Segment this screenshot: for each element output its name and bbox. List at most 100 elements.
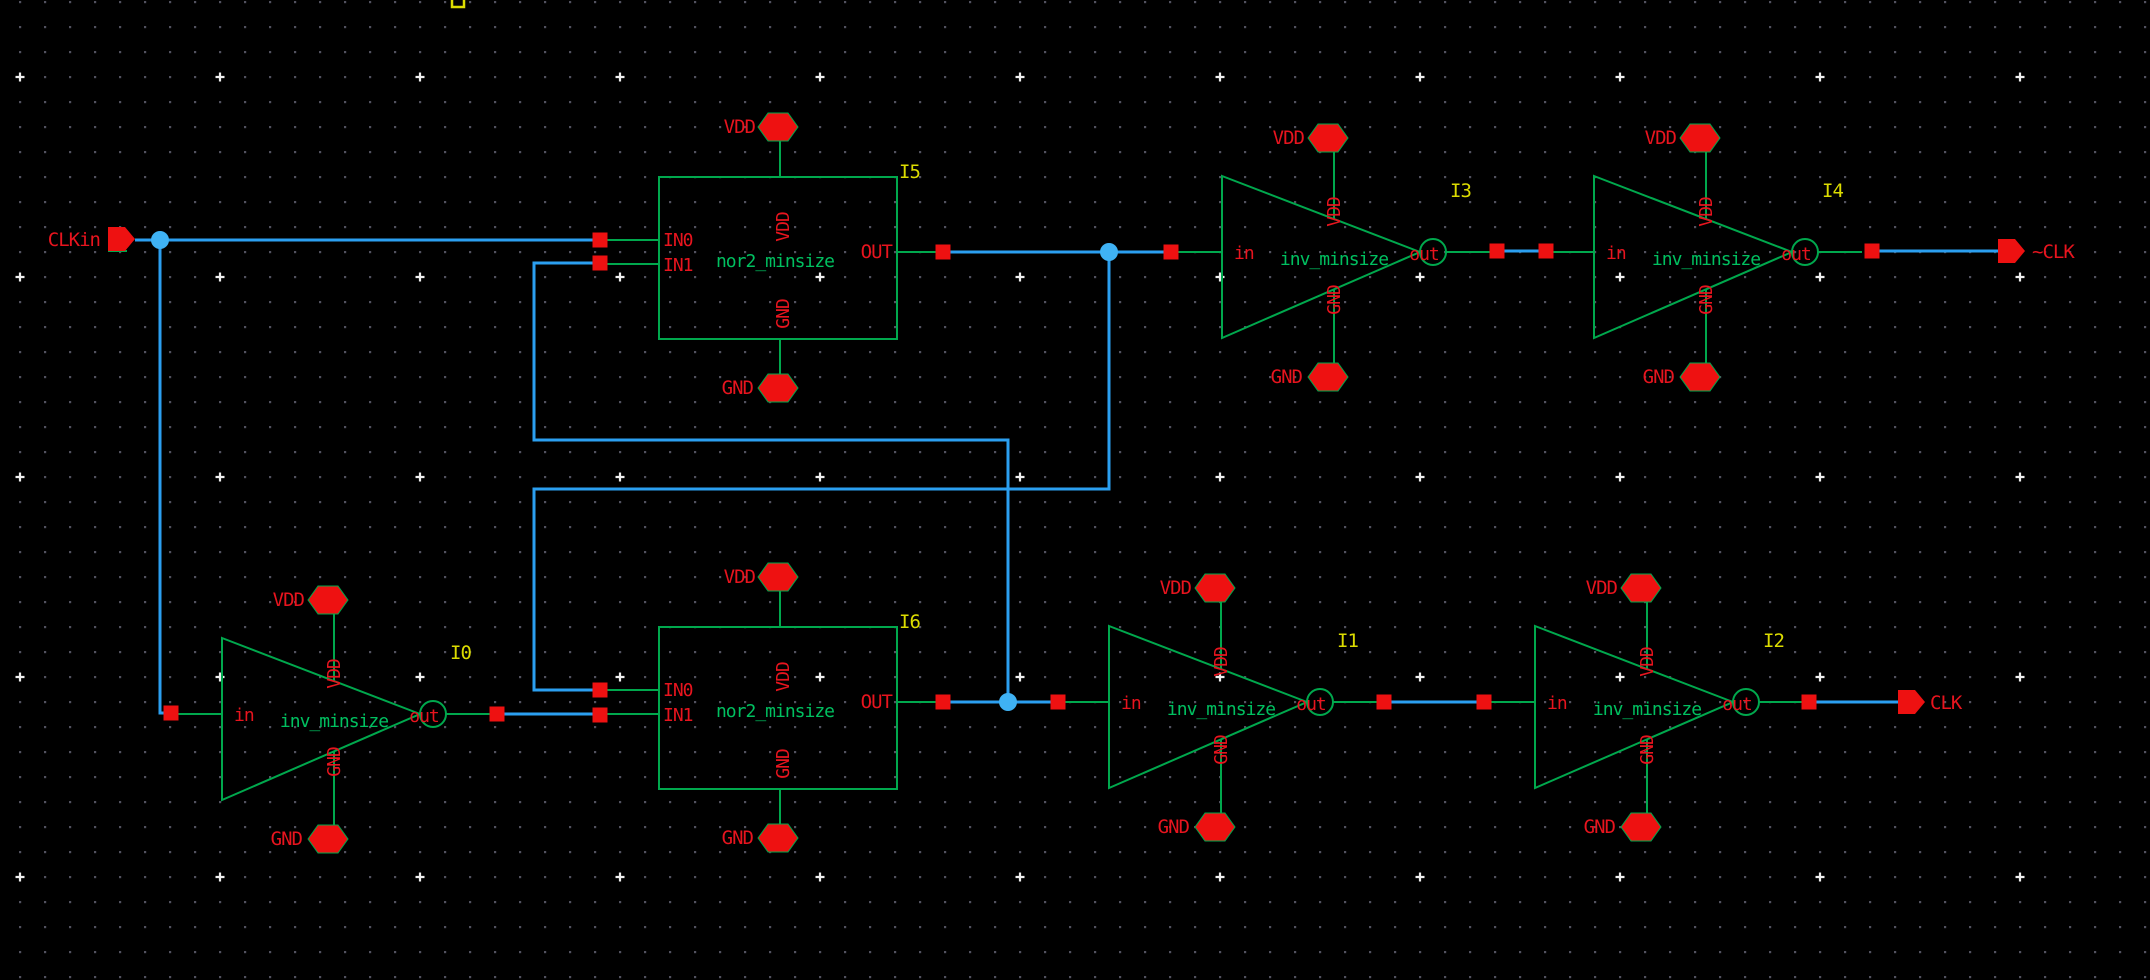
gnd-label-i2: GND bbox=[1584, 816, 1616, 838]
vdd-label-i2: VDD bbox=[1586, 577, 1618, 599]
pin-label-out-i2: out bbox=[1722, 694, 1752, 715]
pin-label-gnd-rot-i3: GND bbox=[1324, 285, 1345, 315]
pin-label-in0-i5: IN0 bbox=[663, 230, 693, 251]
vdd-supply-symbol-i6[interactable] bbox=[757, 562, 799, 592]
wires-layer bbox=[135, 231, 1998, 716]
instance-label-i3: I3 bbox=[1450, 180, 1471, 202]
instance-label-i0: I0 bbox=[450, 642, 471, 664]
pin-square[interactable] bbox=[1864, 243, 1880, 259]
pin-label-vdd-rot-i0: VDD bbox=[324, 659, 345, 689]
vdd-supply-symbol-i2[interactable] bbox=[1620, 573, 1662, 603]
inverter-triangle-i2[interactable] bbox=[1534, 624, 1736, 790]
gnd-label-i6: GND bbox=[722, 827, 754, 849]
pin-square[interactable] bbox=[489, 706, 505, 722]
pin-square[interactable] bbox=[592, 232, 608, 248]
pin-label-in-i3: in bbox=[1234, 243, 1254, 264]
vdd-supply-symbol-i0[interactable] bbox=[307, 585, 349, 615]
devices-layer bbox=[108, 0, 1862, 854]
gnd-supply-symbol-i6[interactable] bbox=[757, 823, 799, 853]
pin-label-in-i2: in bbox=[1547, 693, 1567, 714]
wire-i5out-fb-to-i6in0[interactable] bbox=[532, 252, 1111, 692]
port-pin-clkin[interactable] bbox=[108, 227, 135, 251]
gnd-supply-symbol-i0[interactable] bbox=[307, 824, 349, 854]
pin-label-in0-i6: IN0 bbox=[663, 680, 693, 701]
pin-label-vdd-rot-i3: VDD bbox=[1324, 197, 1345, 227]
wire-junction-dot bbox=[1100, 243, 1118, 261]
pin-square[interactable] bbox=[1376, 694, 1392, 710]
instance-label-i1: I1 bbox=[1337, 630, 1358, 652]
vdd-supply-symbol-i5[interactable] bbox=[757, 112, 799, 142]
gnd-supply-symbol-i1[interactable] bbox=[1194, 812, 1236, 842]
vdd-label-i3: VDD bbox=[1273, 127, 1305, 149]
vdd-label-i0: VDD bbox=[273, 589, 305, 611]
pin-square[interactable] bbox=[1801, 694, 1817, 710]
pin-label-vdd-rot-i2: VDD bbox=[1637, 647, 1658, 677]
pin-label-vdd-rot-i6: VDD bbox=[773, 662, 794, 692]
pin-label-in-i0: in bbox=[234, 705, 254, 726]
gnd-supply-symbol-i5[interactable] bbox=[757, 373, 799, 403]
port-label-clkin: CLKin bbox=[48, 229, 100, 251]
pin-label-gnd-rot-i1: GND bbox=[1211, 735, 1232, 765]
wire-i6out-fb-to-i5in1[interactable] bbox=[532, 261, 1010, 702]
gnd-supply-symbol-i3[interactable] bbox=[1307, 362, 1349, 392]
vdd-label-i4: VDD bbox=[1645, 127, 1677, 149]
pin-label-vdd-rot-i5: VDD bbox=[773, 212, 794, 242]
instance-label-i5: I5 bbox=[899, 161, 920, 183]
cell-name-i0: inv_minsize bbox=[280, 711, 388, 732]
instance-label-i4: I4 bbox=[1822, 180, 1843, 202]
pin-label-in-i1: in bbox=[1121, 693, 1141, 714]
vdd-supply-symbol-i1[interactable] bbox=[1194, 573, 1236, 603]
instance-label-i6: I6 bbox=[899, 611, 920, 633]
pin-square[interactable] bbox=[1538, 243, 1554, 259]
gnd-supply-symbol-i2[interactable] bbox=[1620, 812, 1662, 842]
pin-square[interactable] bbox=[1050, 694, 1066, 710]
pin-label-out-i3: out bbox=[1409, 244, 1439, 265]
gnd-label-i1: GND bbox=[1158, 816, 1190, 838]
pin-label-out-i0: out bbox=[409, 706, 439, 727]
wire-junction-dot bbox=[151, 231, 169, 249]
pin-square[interactable] bbox=[935, 244, 951, 260]
gnd-label-i0: GND bbox=[271, 828, 303, 850]
inverter-triangle-i0[interactable] bbox=[221, 636, 423, 802]
port-label-clk: CLK bbox=[1930, 692, 1963, 714]
pin-square[interactable] bbox=[592, 255, 608, 271]
cell-name-i5: nor2_minsize bbox=[716, 251, 834, 272]
pin-label-gnd-rot-i2: GND bbox=[1637, 735, 1658, 765]
pin-square[interactable] bbox=[1489, 243, 1505, 259]
gnd-label-i4: GND bbox=[1643, 366, 1675, 388]
pin-label-out-i4: out bbox=[1781, 244, 1811, 265]
pin-square[interactable] bbox=[935, 694, 951, 710]
port-pin-nclk[interactable] bbox=[1998, 239, 2025, 263]
pin-label-gnd-rot-i5: GND bbox=[773, 299, 794, 329]
vdd-supply-symbol-i4[interactable] bbox=[1679, 123, 1721, 153]
pin-label-vdd-rot-i4: VDD bbox=[1696, 197, 1717, 227]
nor2-gate-body-i6[interactable] bbox=[658, 626, 898, 790]
gnd-label-i3: GND bbox=[1271, 366, 1303, 388]
pin-square[interactable] bbox=[592, 682, 608, 698]
pin-label-in-i4: in bbox=[1606, 243, 1626, 264]
wire-junction-dot bbox=[999, 693, 1017, 711]
pin-square[interactable] bbox=[1163, 244, 1179, 260]
port-pin-clk[interactable] bbox=[1898, 690, 1925, 714]
pin-label-out-i5: OUT bbox=[861, 241, 893, 263]
inverter-triangle-i4[interactable] bbox=[1593, 174, 1795, 340]
inverter-triangle-i1[interactable] bbox=[1108, 624, 1310, 790]
inverter-triangle-i3[interactable] bbox=[1221, 174, 1423, 340]
pin-label-in1-i6: IN1 bbox=[663, 705, 693, 726]
instance-label-i2: I2 bbox=[1763, 630, 1784, 652]
cell-name-i3: inv_minsize bbox=[1280, 249, 1388, 270]
pin-square[interactable] bbox=[592, 707, 608, 723]
pin-label-in1-i5: IN1 bbox=[663, 255, 693, 276]
pin-label-gnd-rot-i6: GND bbox=[773, 749, 794, 779]
nor2-gate-body-i5[interactable] bbox=[658, 176, 898, 340]
pin-square[interactable] bbox=[1476, 694, 1492, 710]
pin-square[interactable] bbox=[163, 705, 179, 721]
gnd-supply-symbol-i4[interactable] bbox=[1679, 362, 1721, 392]
vdd-label-i1: VDD bbox=[1160, 577, 1192, 599]
vdd-label-i6: VDD bbox=[724, 566, 756, 588]
pin-label-gnd-rot-i4: GND bbox=[1696, 285, 1717, 315]
vdd-supply-symbol-i3[interactable] bbox=[1307, 123, 1349, 153]
gnd-label-i5: GND bbox=[722, 377, 754, 399]
